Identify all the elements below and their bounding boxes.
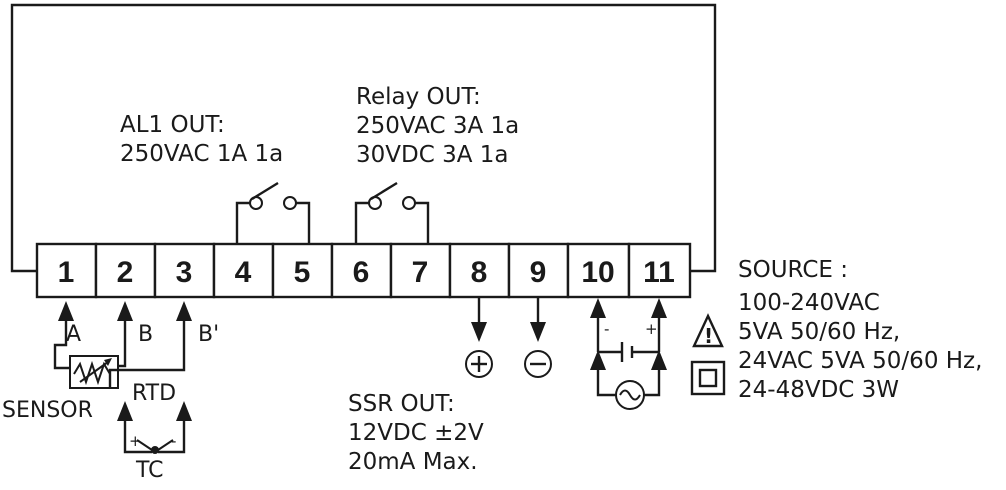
relay-rating-2: 30VDC 3A 1a <box>356 142 509 168</box>
ssr-title: SSR OUT: <box>348 391 455 417</box>
power-input <box>590 298 667 410</box>
terminal-number: 5 <box>294 256 311 289</box>
source-line: 24VAC 5VA 50/60 Hz, <box>738 348 982 374</box>
source-line: 5VA 50/60 Hz, <box>738 319 900 345</box>
terminal-number: 9 <box>530 256 547 289</box>
ssr-line-1: 12VDC ±2V <box>348 420 484 446</box>
terminal-number: 6 <box>353 256 370 289</box>
terminal-11 <box>627 242 692 299</box>
relay-rating-1: 250VAC 3A 1a <box>356 113 519 139</box>
double-insulation-icon <box>690 360 726 396</box>
svg-text:!: ! <box>704 324 713 348</box>
terminal-number: 8 <box>471 256 488 289</box>
minus-icon <box>524 350 552 378</box>
source-line: 24-48VDC 3W <box>738 377 899 403</box>
terminal-number: 2 <box>117 256 134 289</box>
al1-title: AL1 OUT: <box>120 112 225 138</box>
terminal-block: 1 2 3 4 5 6 7 8 9 10 11 <box>35 242 692 299</box>
terminal-number: 4 <box>235 256 252 289</box>
ssr-line-2: 20mA Max. <box>348 449 478 475</box>
ac-source-icon <box>615 380 645 410</box>
sensor-label: SENSOR <box>2 398 93 423</box>
sensor-a-label: A <box>66 322 81 347</box>
terminal-9 <box>507 242 570 299</box>
terminal-number: 11 <box>643 256 675 289</box>
plus-icon <box>465 350 493 378</box>
sensor-bp-label: B' <box>198 322 219 347</box>
warning-icon: ! <box>692 313 724 348</box>
rtd-box <box>69 355 119 389</box>
thermocouple <box>117 401 192 454</box>
power-plus-label: + <box>645 320 658 338</box>
al1-rating: 250VAC 1A 1a <box>120 141 283 167</box>
source-title: SOURCE : <box>738 257 848 283</box>
housing-outline <box>10 3 717 273</box>
tc-plus-label: + <box>129 432 142 450</box>
terminal-number: 7 <box>412 256 429 289</box>
power-minus-label: - <box>604 320 609 338</box>
relay-title: Relay OUT: <box>356 84 481 110</box>
ssr-output <box>465 297 552 378</box>
sensor-wiring <box>53 301 192 389</box>
relay-contact <box>354 181 430 244</box>
terminal-number: 3 <box>176 256 193 289</box>
al1-contact <box>235 181 311 244</box>
rtd-label: RTD <box>132 381 176 406</box>
terminal-number: 1 <box>58 256 75 289</box>
terminal-2 <box>94 242 157 299</box>
terminal-number: 10 <box>581 256 614 289</box>
sensor-b-label: B <box>138 322 153 347</box>
tc-minus-label: - <box>171 432 176 450</box>
tc-label: TC <box>135 458 164 483</box>
terminal-3 <box>153 242 216 299</box>
source-line: 100-240VAC <box>738 290 880 316</box>
